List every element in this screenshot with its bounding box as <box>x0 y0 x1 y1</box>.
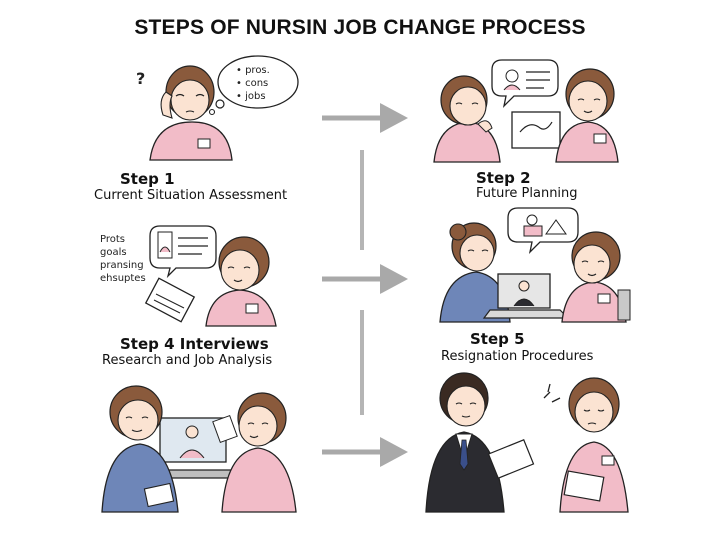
laptop-video-call <box>482 273 570 319</box>
step-3-illustration: Prots goals pransing ehsuptes <box>100 225 277 327</box>
meeting-illustration <box>439 207 631 323</box>
speech-bubble-meeting <box>507 207 579 254</box>
bubble-item-cons: • cons <box>236 78 268 89</box>
side-note-3: pransing <box>100 260 144 271</box>
step-2-illustration <box>433 59 619 163</box>
presentation-board <box>511 111 561 149</box>
step-1-subtitle: Current Situation Assessment <box>94 188 288 203</box>
bubble-item-pros: • pros. <box>236 65 270 76</box>
interview-illustration <box>101 385 297 513</box>
step-4-subtitle: Research and Job Analysis <box>102 353 273 368</box>
step-2-heading: Step 2 <box>476 169 531 187</box>
worried-mark-icon <box>543 383 561 403</box>
step-5-heading: Step 5 <box>470 330 525 348</box>
nurse-reading-figure <box>205 236 277 327</box>
thought-bubble-step1: • pros. • cons • jobs <box>208 55 299 116</box>
flow-arrow-3 <box>322 437 408 467</box>
clipboard-icon <box>144 277 196 323</box>
flow-arrow-1 <box>322 103 408 133</box>
bubble-item-jobs: • jobs <box>236 91 266 102</box>
side-note-2: goals <box>100 247 127 258</box>
side-note-1: Prots <box>100 234 125 245</box>
nurse-left-figure <box>433 75 501 163</box>
nurse-right-figure <box>555 68 619 163</box>
nurse-pink-uniform-figure <box>212 392 297 513</box>
step-5-subtitle: Resignation Procedures <box>441 349 594 364</box>
question-mark-icon: ? <box>136 69 145 88</box>
nurse-thinking-figure <box>149 65 233 161</box>
step-1-heading: Step 1 <box>120 170 175 188</box>
nurse-pink-scrubs-figure <box>561 231 631 323</box>
nurse-receiving-figure <box>559 377 629 513</box>
step-4-heading: Step 4 Interviews <box>120 335 269 353</box>
flow-arrow-2 <box>322 264 408 294</box>
side-note-4: ehsuptes <box>100 273 146 284</box>
resignation-illustration <box>425 372 629 513</box>
step-1-illustration: • pros. • cons • jobs ? <box>136 55 299 161</box>
step-2-subtitle: Future Planning <box>476 186 578 201</box>
manager-suit-figure <box>425 372 535 513</box>
thought-bubble-step3 <box>149 225 217 279</box>
nurse-blue-scrubs-figure <box>439 222 511 323</box>
page-title: STEPS OF NURSIN JOB CHANGE PROCESS <box>134 16 586 39</box>
nurse-blue-uniform-figure <box>101 385 179 513</box>
speech-bubble-step2 <box>491 59 559 108</box>
